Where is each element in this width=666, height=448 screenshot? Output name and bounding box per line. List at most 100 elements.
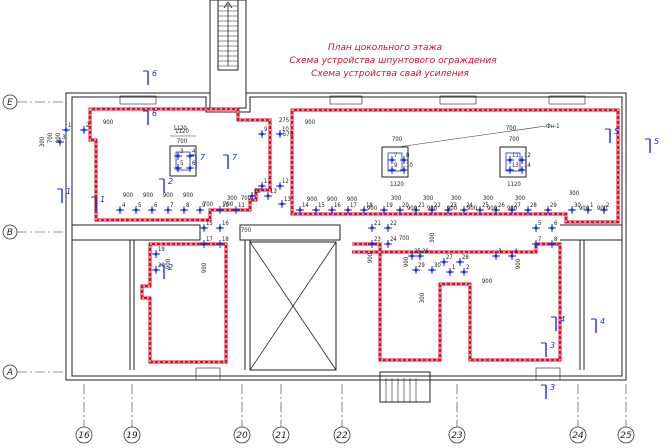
pile-mark: 1 <box>446 264 455 276</box>
pile-number: 5 <box>180 160 183 167</box>
pile-number: 21 <box>374 220 381 227</box>
pile-mark: 23 <box>368 236 381 248</box>
pile-number: 9 <box>394 162 398 169</box>
section-mark: 5 <box>645 137 659 153</box>
dimension-label: 300 <box>483 195 494 202</box>
dimension-label: 900 <box>487 205 498 212</box>
pile-number: 3 <box>62 134 65 141</box>
pile-number: 11 <box>512 152 519 159</box>
dimension-label: 900 <box>165 258 172 269</box>
pile-mark: 25 <box>476 202 489 214</box>
pile-number: 10 <box>222 202 229 209</box>
title-line-3: Схема устройства свай усиления <box>311 69 469 79</box>
pile-number: 17 <box>350 202 357 209</box>
pile-mark: 5 <box>132 202 141 214</box>
pile-mark: 28 <box>524 202 537 214</box>
pile-mark: 9 <box>388 162 398 174</box>
dimension-label: 300 <box>569 190 580 197</box>
pile-mark: 16 <box>328 202 341 214</box>
outer-walls <box>65 92 627 381</box>
column-axis: 24 <box>569 384 587 444</box>
pile-number: 6 <box>554 220 558 227</box>
row-axis: А <box>2 364 64 380</box>
pile-mark: 8 <box>548 236 558 248</box>
pile-mark: 7 <box>532 236 541 248</box>
pile-number: 6 <box>154 202 158 209</box>
column-axis: 20 <box>233 384 251 444</box>
pile-number: 2 <box>466 264 469 271</box>
section-mark: 6 <box>143 109 157 125</box>
pile-number: 10 <box>406 162 413 169</box>
pile-mark: 26 <box>416 248 429 260</box>
pile-number: 18 <box>222 236 229 243</box>
dimension-label: 900 <box>103 119 114 126</box>
row-axis-label: Е <box>7 98 13 108</box>
pile-mark: 17 <box>344 202 357 214</box>
dimension-label: 900 <box>427 205 438 212</box>
pile-mark: 3 <box>56 134 65 146</box>
pile-number: 7 <box>538 236 541 243</box>
column-axis: 16 <box>75 384 93 444</box>
column-axis-label: 22 <box>336 431 348 441</box>
pile-mark: 7 <box>164 202 173 214</box>
dimension-label: 300 <box>39 136 46 147</box>
pile-mark: 16 <box>216 220 229 232</box>
dimension-label: 700 <box>223 201 234 208</box>
column-axis-label: 16 <box>78 431 90 441</box>
row-axis-label: А <box>6 368 13 378</box>
dimension-label: 900 <box>403 256 410 267</box>
section-mark-label: 2 <box>168 263 173 272</box>
title-line-1: План цокольного этажа <box>328 43 442 53</box>
title-line-2: Схема устройства шпунтового ограждения <box>289 56 497 66</box>
pile-mark: 10 <box>276 126 289 138</box>
dimension-label: 900 <box>515 258 522 269</box>
pile-mark: 1 <box>584 202 593 214</box>
pile-mark: 24 <box>460 202 473 214</box>
pile-cap-right: 700 1120 <box>499 136 527 188</box>
pile-mark: 27 <box>508 202 521 214</box>
pile-number: 14 <box>302 202 309 209</box>
pile-number: 3 <box>180 148 183 155</box>
pile-number: 8 <box>554 236 558 243</box>
pile-mark: 4 <box>116 202 126 214</box>
cap-right-dim-bottom: 1120 <box>507 181 521 188</box>
entrance-steps <box>379 371 431 403</box>
section-mark: 2 <box>159 177 173 193</box>
dimension-label: 900 <box>55 132 62 143</box>
pile-number: 19 <box>386 202 393 209</box>
pile-mark: 28 <box>456 254 469 266</box>
dimension-label: 300 <box>423 195 434 202</box>
dimension-label: 700 <box>203 201 214 208</box>
pile-mark: 10 <box>216 202 229 214</box>
cap-left-dim-top: 1120 <box>175 128 189 135</box>
pile-number: 13 <box>512 162 519 169</box>
section-mark-label: 3 <box>550 341 555 350</box>
pile-mark: 17 <box>200 236 213 248</box>
dimension-label: 900 <box>367 252 374 263</box>
pile-number: 23 <box>450 202 457 209</box>
interior-walls <box>72 224 623 371</box>
section-mark: 1 <box>57 187 71 203</box>
pile-mark: 6 <box>548 220 558 232</box>
cap-mid-dim-bottom: 1120 <box>390 181 404 188</box>
pile-mark: 15 <box>200 220 213 232</box>
dimension-label: 900 <box>407 205 418 212</box>
pile-number: 12 <box>254 188 261 195</box>
section-mark-label: 7 <box>200 153 206 162</box>
cap-left-dim-inner: 700 <box>177 138 188 145</box>
pile-number: 15 <box>318 202 325 209</box>
dimension-label: 900 <box>447 205 458 212</box>
section-mark: 3 <box>541 383 555 399</box>
pile-mark: 6 <box>148 202 158 214</box>
section-mark: 3 <box>541 341 555 357</box>
pile-number: 4 <box>514 248 518 255</box>
section-mark-label: 7 <box>232 153 238 162</box>
pile-mark-label: Фн-1 <box>546 123 560 130</box>
pile-mark: 21 <box>368 220 381 232</box>
pile-mark: 12 <box>518 152 531 164</box>
pile-mark: 29 <box>412 262 425 274</box>
row-axis-label: В <box>7 228 13 238</box>
pile-mark: 11 <box>232 202 245 214</box>
column-axis: 22 <box>333 384 351 444</box>
